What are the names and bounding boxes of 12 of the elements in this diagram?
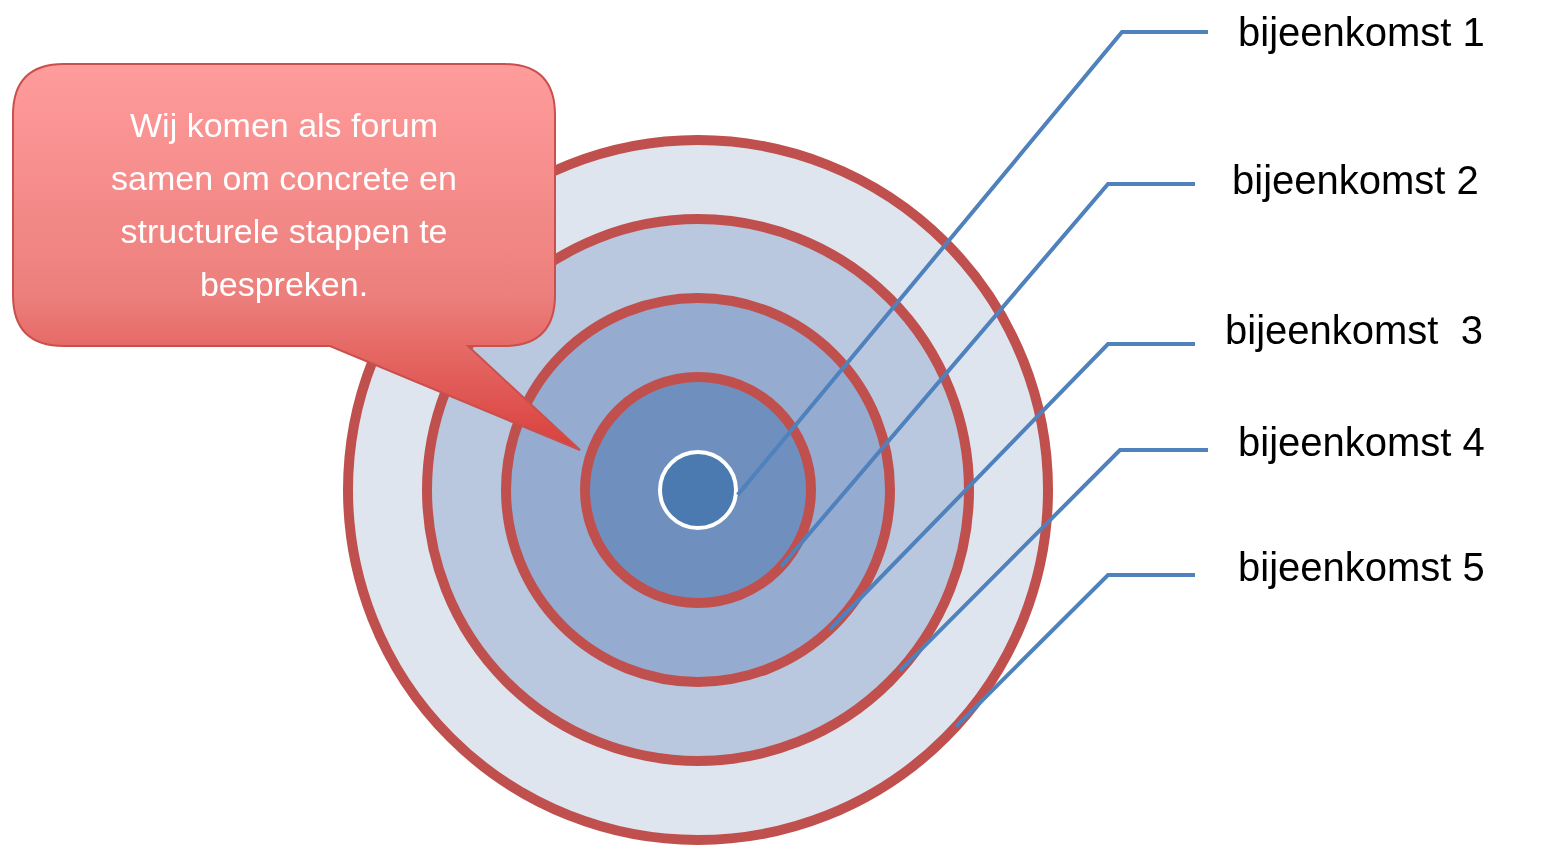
leader-line [898,448,1208,672]
leader-line [954,573,1195,728]
callout-bubble [12,63,584,453]
meeting-label: bijeenkomst 3 [1225,306,1483,354]
meeting-label: bijeenkomst 1 [1238,8,1485,56]
leader-line [736,30,1208,497]
meeting-label: bijeenkomst 2 [1232,156,1479,204]
meeting-label: bijeenkomst 4 [1238,418,1485,466]
leader-line [779,182,1195,568]
leader-line [828,342,1195,631]
meeting-label: bijeenkomst 5 [1238,543,1485,591]
callout-text: Wij komen als forum samen om concrete en structurele stappen te bespreken. [110,105,458,305]
